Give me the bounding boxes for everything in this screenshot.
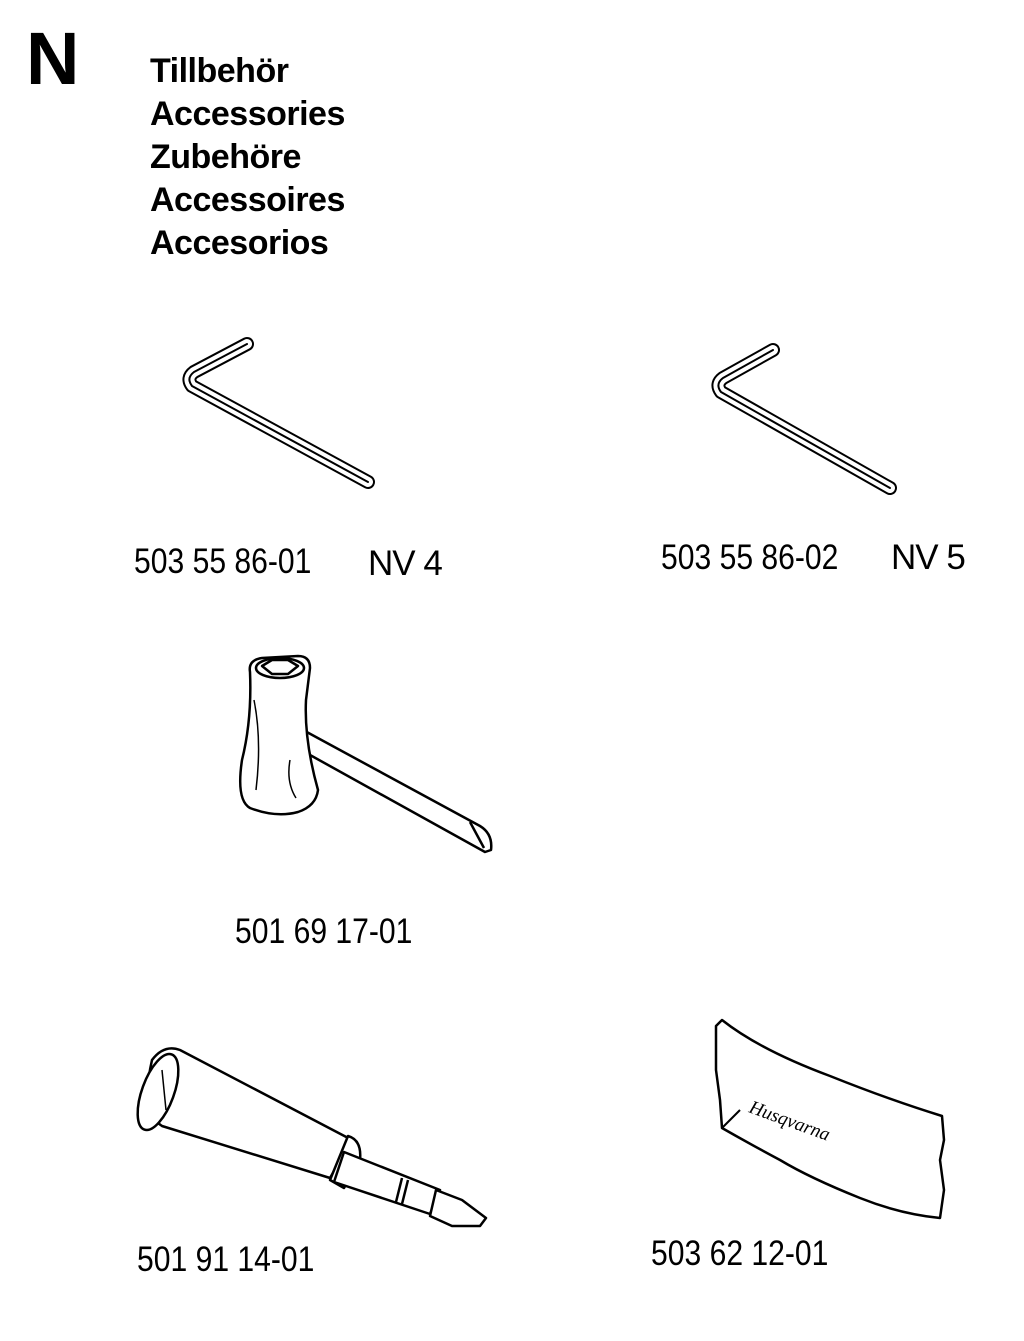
- title-spanish: Accesorios: [150, 224, 329, 262]
- title-german: Zubehöre: [150, 138, 301, 176]
- part-number: 503 55 86-02: [661, 538, 839, 577]
- section-letter: N: [26, 17, 80, 100]
- tool-bag-icon: Husqvarna: [714, 1018, 946, 1220]
- grease-gun-icon: [136, 1047, 488, 1228]
- hex-key-icon: [711, 343, 897, 495]
- title-swedish: Tillbehör: [150, 52, 289, 90]
- part-number: 503 55 86-01: [134, 542, 312, 581]
- section-titles: Tillbehör Accessories Zubehöre Accessoir…: [150, 50, 345, 265]
- size-label: NV 5: [891, 538, 966, 577]
- title-french: Accessoires: [150, 181, 345, 219]
- size-label: NV 4: [368, 544, 443, 583]
- part-number: 501 91 14-01: [137, 1240, 315, 1279]
- hex-key-icon: [182, 337, 375, 489]
- part-number: 501 69 17-01: [235, 912, 413, 951]
- combination-spanner-icon: [239, 654, 493, 854]
- title-english: Accessories: [150, 95, 345, 133]
- part-number: 503 62 12-01: [651, 1234, 829, 1273]
